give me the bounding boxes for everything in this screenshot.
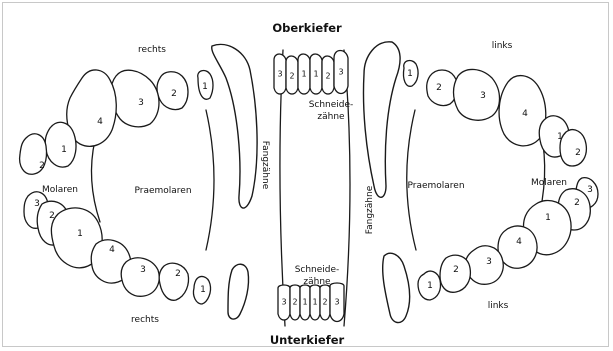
lower-left-premolar-3 xyxy=(465,246,503,284)
lower-incisors: 3 2 1 1 2 3 xyxy=(278,283,344,322)
lower-right-premolar-3-number: 3 xyxy=(140,265,146,275)
lower-left-premolar-1-number: 1 xyxy=(427,281,433,291)
right-canine-guide xyxy=(407,110,416,250)
upper-left-molar-4-number: 4 xyxy=(522,109,528,119)
upper-right-quadrant: 1 2 3 4 1 2 xyxy=(20,70,213,174)
lower-jaw-title: Unterkiefer xyxy=(270,333,345,347)
side-label-links-top: links xyxy=(492,41,513,51)
lower-right-canine xyxy=(228,264,249,319)
lower-incisor-label-1: Schneide- xyxy=(295,265,340,275)
molars-label-left: Molaren xyxy=(42,185,78,195)
upper-incisor-label-2: zähne xyxy=(317,112,345,122)
upper-right-premolar-3-number: 3 xyxy=(138,98,144,108)
left-canine-guide xyxy=(206,110,214,250)
side-label-links-bottom: links xyxy=(488,301,509,311)
lower-right-premolar-4-number: 4 xyxy=(109,245,115,255)
upper-incisor-num-2: 2 xyxy=(289,72,294,81)
lower-right-premolar-2 xyxy=(159,263,188,300)
lower-left-molar-1-number: 1 xyxy=(545,213,551,223)
lower-left-premolar-4 xyxy=(498,226,537,268)
upper-incisor-num-3: 1 xyxy=(301,70,306,79)
upper-incisors: 3 2 1 1 2 3 xyxy=(274,51,348,95)
molars-label-right: Molaren xyxy=(531,178,567,188)
lower-right-premolar-1-number: 1 xyxy=(200,285,206,295)
lower-left-premolar-4-number: 4 xyxy=(516,237,522,247)
lower-incisor-num-2: 2 xyxy=(292,298,297,307)
lower-incisor-num-1: 3 xyxy=(281,298,286,307)
left-jaw-curve xyxy=(91,140,100,222)
canines-label-left: Fangzähne xyxy=(260,141,270,190)
lower-incisor-num-4: 1 xyxy=(312,298,317,307)
lower-left-molar-2-number: 2 xyxy=(574,198,580,208)
premolars-label-left: Praemolaren xyxy=(134,186,191,196)
canines-label-right: Fangzähne xyxy=(365,185,375,234)
lower-incisor-num-6: 3 xyxy=(334,298,339,307)
lower-right-molar-3-number: 3 xyxy=(34,199,40,209)
upper-jaw-title: Oberkiefer xyxy=(272,21,342,35)
upper-incisor-num-1: 3 xyxy=(277,70,282,79)
upper-incisor-label-1: Schneide- xyxy=(309,100,354,110)
lower-left-quadrant: 3 2 1 4 3 2 1 xyxy=(418,178,598,300)
upper-left-canine xyxy=(363,42,400,197)
lower-incisor-num-5: 2 xyxy=(322,298,327,307)
lower-right-premolar-2-number: 2 xyxy=(175,269,181,279)
lower-left-premolar-3-number: 3 xyxy=(486,257,492,267)
lower-incisor-num-3: 1 xyxy=(302,298,307,307)
upper-incisor-num-4: 1 xyxy=(313,70,318,79)
upper-left-quadrant: 1 2 3 4 1 2 xyxy=(403,61,586,166)
lower-right-quadrant: 3 2 1 4 3 2 1 xyxy=(24,192,211,304)
upper-right-premolar-1-number: 1 xyxy=(202,82,208,92)
upper-left-premolar-3-number: 3 xyxy=(480,91,486,101)
upper-right-molar-2-number: 2 xyxy=(39,161,45,171)
side-label-rechts-bottom: rechts xyxy=(131,315,159,325)
upper-left-premolar-3 xyxy=(454,69,500,120)
upper-left-premolar-2-number: 2 xyxy=(436,83,442,93)
lower-left-molar-3-number: 3 xyxy=(587,185,593,195)
lower-right-molar-1-number: 1 xyxy=(77,229,83,239)
upper-left-molar-2-number: 2 xyxy=(575,148,581,158)
upper-right-premolar-3 xyxy=(111,70,159,127)
side-label-rechts-top: rechts xyxy=(138,45,166,55)
lower-right-premolar-3 xyxy=(121,258,159,296)
upper-left-molar-2 xyxy=(560,130,586,166)
upper-right-molar-1-number: 1 xyxy=(61,145,67,155)
upper-right-premolar-2-number: 2 xyxy=(171,89,177,99)
upper-incisor-num-5: 2 xyxy=(325,72,330,81)
upper-left-premolar-2 xyxy=(427,70,458,106)
upper-incisor-num-6: 3 xyxy=(338,68,343,77)
upper-right-canine xyxy=(212,44,257,208)
premolars-label-right: Praemolaren xyxy=(407,181,464,191)
lower-left-canine xyxy=(383,253,410,322)
lower-left-premolar-2-number: 2 xyxy=(453,265,459,275)
upper-right-molar-4-number: 4 xyxy=(97,117,103,127)
upper-left-premolar-1-number: 1 xyxy=(407,69,413,79)
